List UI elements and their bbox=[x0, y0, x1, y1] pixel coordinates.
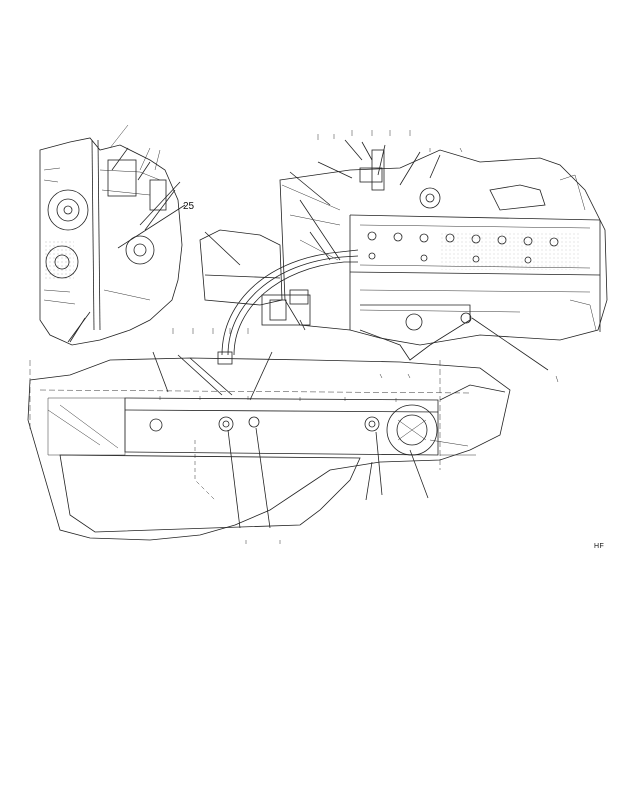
drawing-code-label: HF bbox=[594, 543, 605, 550]
callout-number-25: 25 bbox=[183, 201, 195, 212]
callout-ticks bbox=[172, 130, 559, 544]
reference-lines bbox=[29, 360, 471, 501]
leader-lines bbox=[69, 139, 549, 529]
oil-pan-assembly bbox=[27, 357, 511, 541]
front-engine-view bbox=[39, 124, 186, 346]
tube-bracket-assembly bbox=[199, 184, 359, 365]
engine-side-view bbox=[279, 149, 608, 361]
